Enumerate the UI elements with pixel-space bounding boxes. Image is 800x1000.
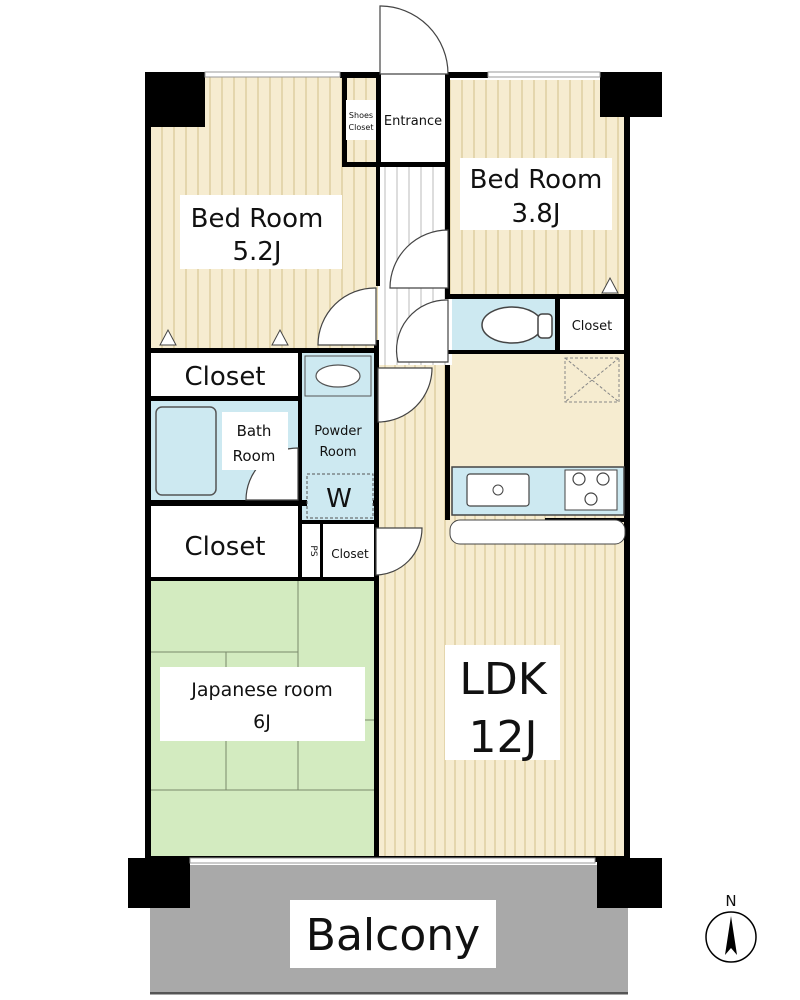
fridge-diag-a: [564, 357, 620, 403]
closet-small-label: Closet: [331, 547, 369, 561]
ldk-label-plate: [445, 645, 560, 760]
toilet-closet-box: [560, 300, 624, 350]
bedroom-west-size: 5.2J: [232, 237, 281, 267]
burner-1: [572, 472, 586, 486]
balcony-label-plate: [290, 900, 496, 968]
shoes-closet-line1: Shoes: [349, 111, 373, 120]
bath-line1: Bath: [237, 422, 272, 440]
washer-space: [306, 473, 374, 519]
powder-line1: Powder: [314, 424, 362, 439]
bedroom-west-name: Bed Room: [191, 204, 324, 234]
closet-upper-label: Closet: [184, 362, 265, 392]
shoes-plate: [346, 100, 376, 140]
japanese-size: 6J: [253, 711, 271, 733]
closet-lower-label: Closet: [184, 532, 265, 562]
ldk-name: LDK: [459, 654, 547, 705]
door-swings: [245, 5, 449, 576]
washer-label: W: [326, 484, 352, 514]
powder-sink: [315, 364, 361, 388]
japanese-name: Japanese room: [190, 679, 332, 701]
bath-label-plate: [222, 412, 288, 470]
compass-needle: [725, 916, 737, 955]
stove: [564, 469, 618, 511]
toilet-bowl: [481, 306, 543, 344]
ps-plate: [302, 524, 320, 577]
closet-small-plate: [324, 524, 374, 577]
compass-north: N: [725, 892, 736, 910]
bathtub: [155, 406, 217, 496]
entrance-label: Entrance: [384, 114, 442, 129]
windows: [189, 71, 601, 864]
bedroom-east-size: 3.8J: [511, 199, 560, 229]
powder-line2: Room: [319, 445, 356, 460]
toilet-tank: [537, 313, 553, 339]
bedroom-east-label-plate: [460, 158, 612, 230]
closet-toilet-label: Closet: [572, 319, 613, 334]
sink-drain: [492, 484, 504, 496]
kitchen-sink: [466, 473, 530, 507]
closet-lower-plate: [152, 506, 298, 577]
shoes-closet-line2: Closet: [349, 123, 374, 132]
burner-3: [584, 492, 598, 506]
japanese-label-plate: [160, 667, 365, 741]
closet-upper-plate: [152, 353, 298, 396]
kitchen-floor: [452, 352, 625, 467]
fridge-diag-b: [564, 357, 620, 403]
fridge-space: [564, 357, 620, 403]
ldk-size: 12J: [469, 712, 538, 763]
bedroom-west-label-plate: [180, 195, 342, 269]
closet-door-marks: [159, 276, 619, 346]
entrance-plate: [381, 100, 445, 140]
kitchen-bar: [449, 519, 626, 545]
burner-2: [596, 472, 610, 486]
bath-line2: Room: [233, 447, 276, 465]
bedroom-east-name: Bed Room: [470, 165, 603, 195]
balcony-label: Balcony: [306, 910, 480, 961]
compass: N: [705, 892, 757, 963]
ps-label: PS: [308, 545, 318, 556]
